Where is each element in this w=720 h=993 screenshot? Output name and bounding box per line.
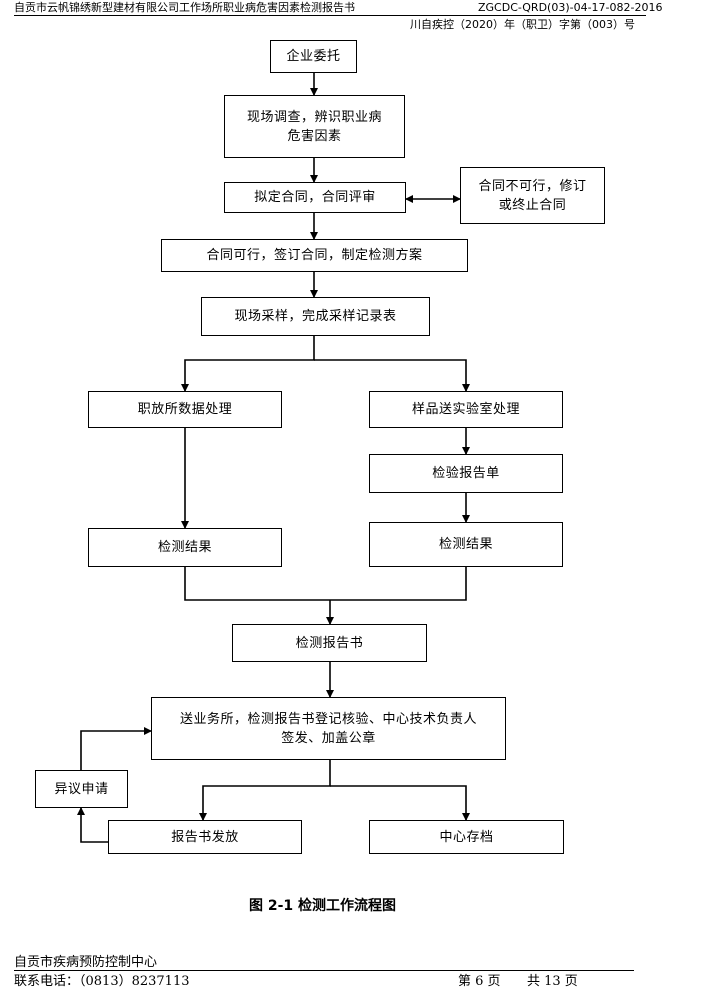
- step-lab-process: 样品送实验室处理: [369, 391, 563, 428]
- step-issue-label: 报告书发放: [171, 829, 239, 845]
- header-doc-code: ZGCDC-QRD(03)-04-17-082-2016: [478, 1, 663, 14]
- footer-rule: [14, 970, 634, 971]
- step-archive: 中心存档: [369, 820, 564, 854]
- header-title: 自贡市云帆锦绣新型建材有限公司工作场所职业病危害因素检测报告书: [14, 1, 355, 14]
- step-objection-label: 异议申请: [54, 781, 109, 797]
- footer-page: 第 6 页: [458, 974, 501, 989]
- step-issue: 报告书发放: [108, 820, 302, 854]
- step-result-right-label: 检测结果: [438, 537, 493, 552]
- step-entrust-label: 企业委托: [286, 49, 341, 64]
- arrow-sampling-lab: [314, 359, 470, 392]
- step-data-process-label: 职放所数据处理: [137, 402, 233, 417]
- step-survey: 现场调查，辨识职业病危害因素: [224, 95, 405, 158]
- step-review-sign: 送业务所，检测报告书登记核验、中心技术负责人签发、加盖公章: [151, 697, 506, 760]
- step-sampling-label: 现场采样，完成采样记录表: [234, 309, 397, 324]
- step-contract-review: 拟定合同，合同评审: [224, 182, 406, 213]
- step-entrust: 企业委托: [270, 40, 357, 73]
- step-result-left-label: 检测结果: [157, 540, 212, 555]
- step-lab-report: 检验报告单: [369, 454, 563, 493]
- arrow-objection-review: [80, 727, 152, 770]
- step-contract-reject-label: 合同不可行，修订或终止合同: [478, 178, 587, 213]
- arrow-review-issue: [199, 760, 331, 821]
- arrow-sampling-data: [181, 336, 315, 392]
- step-report-book: 检测报告书: [232, 624, 427, 662]
- step-lab-report-label: 检验报告单: [432, 466, 500, 481]
- step-result-left: 检测结果: [88, 528, 282, 567]
- step-review-sign-label: 送业务所，检测报告书登记核验、中心技术负责人签发、加盖公章: [179, 711, 477, 746]
- step-sign-contract: 合同可行，签订合同，制定检测方案: [161, 239, 468, 272]
- line-merge-results: [184, 567, 467, 601]
- arrow-review-archive: [330, 785, 470, 821]
- figure-caption: 图 2-1 检测工作流程图: [248, 898, 397, 914]
- header-report-no: 川自疾控（2020）年（职卫）字第（003）号: [410, 18, 635, 31]
- step-result-right: 检测结果: [369, 522, 563, 567]
- step-contract-review-label: 拟定合同，合同评审: [254, 190, 376, 205]
- step-archive-label: 中心存档: [439, 829, 494, 845]
- header-rule: [14, 15, 646, 16]
- step-data-process: 职放所数据处理: [88, 391, 282, 428]
- step-sign-contract-label: 合同可行，签订合同，制定检测方案: [206, 248, 423, 263]
- step-objection: 异议申请: [35, 770, 128, 808]
- step-contract-reject: 合同不可行，修订或终止合同: [460, 167, 605, 224]
- step-report-book-label: 检测报告书: [295, 635, 364, 651]
- footer-total: 共 13 页: [527, 974, 578, 989]
- step-lab-process-label: 样品送实验室处理: [411, 402, 520, 417]
- footer-contact: 联系电话：（0813）8237113: [14, 974, 190, 989]
- step-survey-label: 现场调查，辨识职业病危害因素: [246, 109, 382, 144]
- step-sampling: 现场采样，完成采样记录表: [201, 297, 430, 336]
- footer-org: 自贡市疾病预防控制中心: [14, 955, 158, 970]
- arrow-issue-objection: [77, 807, 108, 843]
